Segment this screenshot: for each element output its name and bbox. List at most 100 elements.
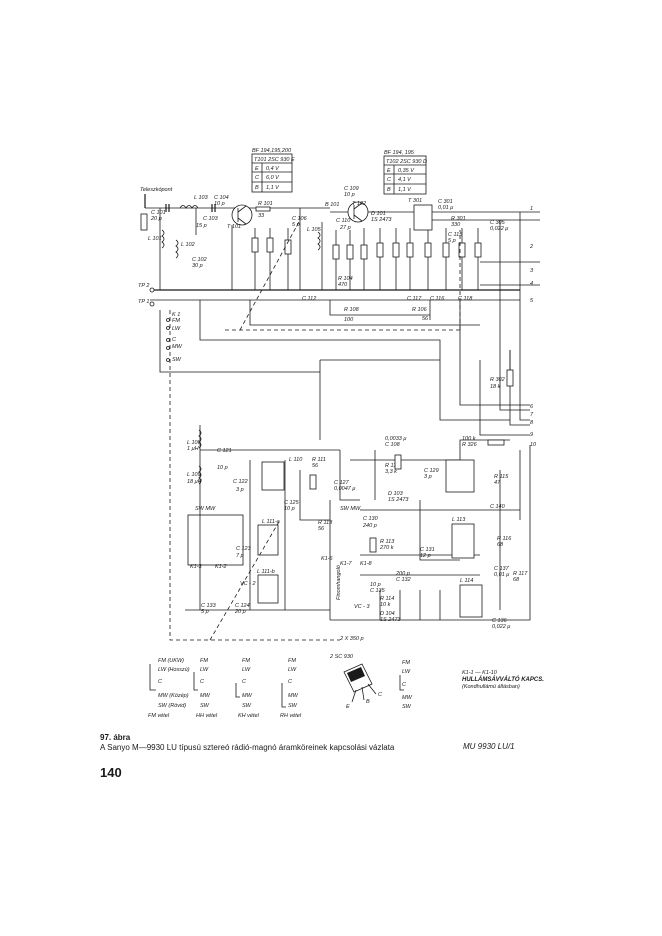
switch-item-lw: LW [402, 669, 411, 675]
l111a-label: L 111-a [262, 519, 280, 525]
legend-group-fm: FM (UKW) LW (Hosszú) C MW (Közép) SW (Rö… [148, 658, 190, 719]
c131-label: C 131 [420, 547, 435, 553]
t102-table-header: BF 194, 195 [384, 150, 415, 156]
c125-label: C 125 [284, 500, 300, 506]
c104-label: C 104 [214, 195, 229, 201]
connector-5: 5 [530, 298, 534, 304]
c101-value: 20 p [150, 216, 162, 222]
legend-rh-item-1: FM [288, 658, 296, 664]
t101-row-e-pin: E [255, 166, 259, 172]
t101-row-c-pin: C [255, 175, 259, 181]
r111-value: 56 [312, 463, 319, 469]
connector-6: 6 [530, 404, 534, 410]
c124-label: C 124 [235, 603, 250, 609]
c117-label: C 117 [407, 296, 422, 302]
legend-group-rh: FM LW C MW SW RH vétel [280, 658, 302, 719]
c122-label: C 122 [233, 479, 248, 485]
c133-label: C 133 [201, 603, 217, 609]
r113-label: R 113 [380, 539, 395, 545]
t102-symbol [347, 201, 369, 223]
transistor-package-drawing: 2 SC 930 E B C [329, 654, 382, 710]
c301-label: C 301 [438, 199, 453, 205]
r117-value: 68 [513, 577, 520, 583]
l102-label: L 102 [181, 242, 195, 248]
connector-1: 1 [530, 206, 533, 212]
legend-kh-item-5: SW [242, 703, 252, 709]
b101-label: B 101 [325, 202, 339, 208]
c103-value: 15 p [196, 223, 207, 229]
c108-label: C 108 [385, 442, 401, 448]
r114-value: 10 k [380, 602, 391, 608]
switch-item-sw: SW [402, 704, 412, 710]
c109-value: 10 p [344, 192, 355, 198]
t101-symbol [231, 204, 253, 226]
legend-hh-item-1: FM [200, 658, 208, 664]
r112-value: 3,3 k [385, 469, 397, 475]
c101-label: C 101 [151, 210, 166, 216]
r117-label: R 117 [513, 571, 528, 577]
r106-value: 56 [422, 316, 429, 322]
k1-label: K 1 [172, 312, 180, 318]
right-connectors: R 302 18 k 1 2 3 4 5 6 7 8 9 10 [490, 206, 537, 448]
c132-label: C 132 [396, 577, 411, 583]
am-components: L 108 1 μH C 121 10 p L 109 18 μH C 122 … [187, 429, 528, 642]
connector-4: 4 [530, 281, 533, 287]
legend-hh-item-4: MW [200, 693, 211, 699]
switch-title: K1-1 — K1-10 [462, 670, 498, 676]
k1-swmw-right-label: SW MW [340, 506, 361, 512]
r118-value: 56 [318, 526, 325, 532]
t102-row-b-pin: B [387, 187, 391, 193]
r115-label: R 115 [494, 474, 509, 480]
legend-fm-item-3: C [158, 679, 162, 685]
c115-value: 5 p [448, 238, 456, 244]
telescope-antenna: Teleszkópont [140, 187, 173, 231]
c116-label: C 116 [430, 296, 445, 302]
t301-label: T 301 [408, 198, 422, 204]
l111b-label: L 111-b [257, 569, 275, 575]
c110-value: 27 p [339, 225, 351, 231]
l101-label: L 101 [148, 236, 162, 242]
c104-value: 10 p [214, 201, 225, 207]
c140-label: C 140 [490, 504, 506, 510]
c123-label: C 123 [236, 546, 252, 552]
k13-label: K1-3 [190, 564, 203, 570]
c129-label: C 129 [424, 468, 439, 474]
c106-value: 5 p [292, 222, 300, 228]
c121-label: C 121 [217, 448, 232, 454]
k1-swmw-left-label: SW MW [195, 506, 216, 512]
r326-value: 100 k [462, 436, 476, 442]
legend-hh-item-3: C [200, 679, 204, 685]
k1-sw-label: SW [172, 357, 182, 363]
c129-value: 3 p [424, 474, 432, 480]
r111-label: R 111 [312, 457, 326, 463]
switch-item-column: FM LW C MW SW [399, 660, 413, 710]
t102-row-c-pin: C [387, 177, 391, 183]
page-number: 140 [100, 765, 122, 780]
l109-value: 18 μH [187, 479, 202, 485]
r115-value: 47 [494, 480, 501, 486]
k16-label: K1-6 [321, 556, 334, 562]
t102-label: T 102 [352, 201, 366, 207]
switch-item-fm: FM [402, 660, 410, 666]
legend-rh-item-5: SW [288, 703, 298, 709]
d103-label: D 103 [388, 491, 404, 497]
l108-label: L 108 [187, 440, 202, 446]
t102-row-e-val: 0,35 V [398, 168, 415, 174]
t301-can [413, 204, 433, 231]
c106-label: C 106 [292, 216, 308, 222]
pin-e-label: E [346, 704, 350, 710]
r118-label: R 118 [318, 520, 333, 526]
c123-value: 7 p [236, 553, 244, 559]
antenna-label: Teleszkópont [140, 187, 173, 193]
t101-row-c-val: 6,0 V [266, 175, 280, 181]
connector-7: 7 [530, 412, 534, 418]
finom-label: Finomhangoló [336, 565, 342, 600]
legend-kh-caption: KH vétel [238, 713, 260, 719]
l108-value: 1 μH [187, 446, 199, 452]
connector-2: 2 [529, 244, 533, 250]
c115-label: C 115 [448, 232, 463, 238]
t102-table-title: T102 2SC 930 D [386, 159, 427, 165]
legend-kh-item-2: LW [242, 667, 251, 673]
r106-label: R 106 [412, 307, 428, 313]
